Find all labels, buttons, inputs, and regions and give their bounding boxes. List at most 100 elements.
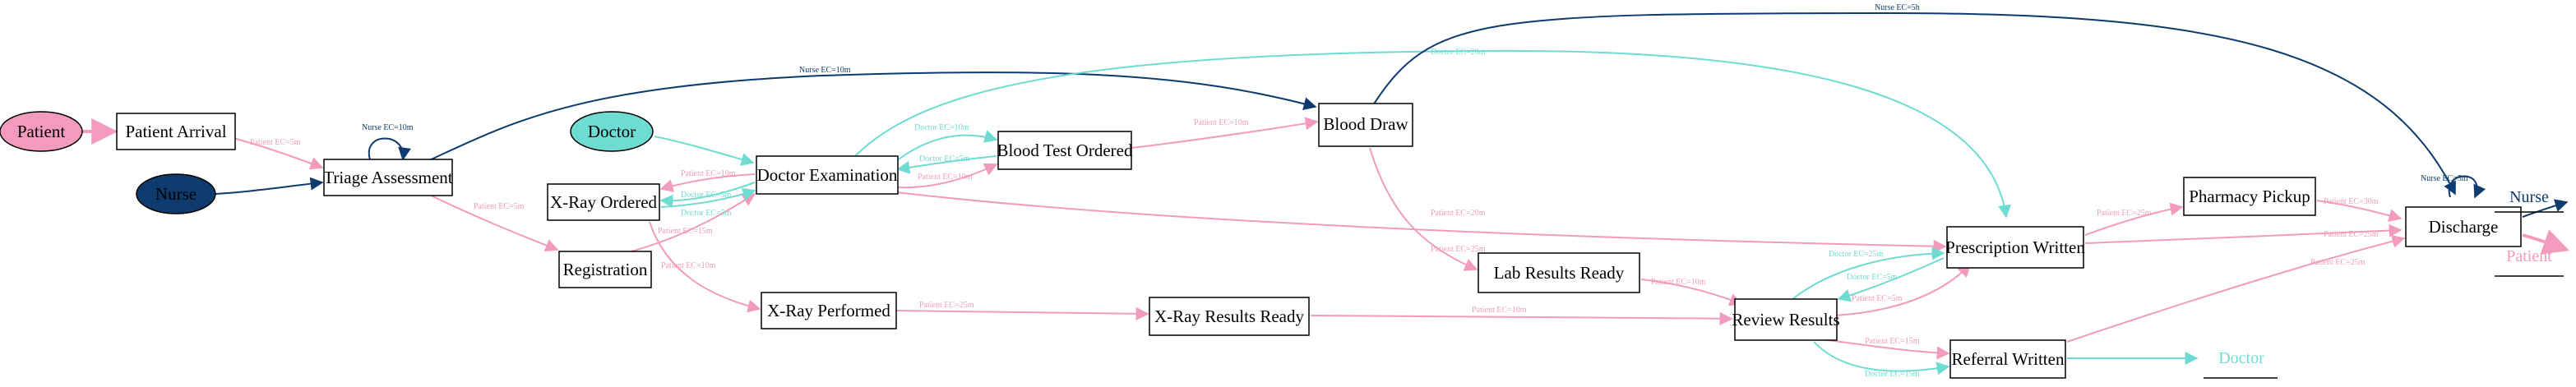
lbl-review-prescription-pink: Patient EC=5m [1852, 294, 1903, 303]
edges [82, 12, 2570, 375]
lbl-patient-arrival-triage: Patient EC=5m [250, 138, 301, 147]
actor-nodes: Patient Doctor Nurse [0, 111, 654, 214]
node-lab-results-ready[interactable]: Lab Results Ready [1478, 252, 1640, 293]
lbl-docexam-prescription-cyan: Doctor EC=20m [1431, 48, 1486, 57]
lbl-triage-registration: Patient EC=5m [474, 202, 525, 211]
node-pharmacy-pickup[interactable]: Pharmacy Pickup [2183, 177, 2316, 216]
node-blood-test-ordered[interactable]: Blood Test Ordered [997, 131, 1133, 170]
node-review-results[interactable]: Review Results [1732, 298, 1840, 341]
edge-xrayperf-xrayresults [895, 306, 1149, 320]
end-labels: Nurse Patient Doctor [2204, 188, 2564, 379]
lbl-docexam-xrayordered-pink: Patient EC=10m [681, 169, 736, 178]
lbl-discharge-loop: Nurse EC=5m [2421, 174, 2468, 183]
lbl-referral-discharge: Patient EC=25m [2310, 258, 2366, 267]
svg-text:Triage Assessment: Triage Assessment [323, 168, 452, 187]
svg-text:Nurse: Nurse [2509, 188, 2549, 206]
svg-text:Doctor Examination: Doctor Examination [757, 165, 898, 185]
lbl-xrayperf-xrayresults: Patient EC=25m [919, 301, 974, 310]
svg-text:Patient Arrival: Patient Arrival [125, 122, 226, 141]
edge-prescription-pharmacy [2084, 202, 2184, 236]
edge-review-prescription-pink [1833, 263, 1972, 316]
svg-text:Blood Draw: Blood Draw [1323, 114, 1408, 134]
lbl-docexam-bto-pink: Patient EC=10m [918, 173, 973, 182]
lbl-pharmacy-discharge: Patient EC=30m [2324, 197, 2379, 206]
edge-bto-blooddraw [1131, 117, 1319, 149]
svg-text:Nurse: Nurse [155, 184, 197, 204]
lbl-registration-docexam: Patient EC=15m [658, 227, 713, 236]
lbl-triage-loop: Nurse EC=10m [362, 123, 414, 132]
lbl-triage-blooddraw: Nurse EC=10m [799, 66, 851, 75]
svg-text:Prescription Written: Prescription Written [1945, 237, 2085, 257]
lbl-review-prescription-cyan: Doctor EC=25m [1829, 250, 1884, 259]
node-prescription-written[interactable]: Prescription Written [1945, 226, 2085, 269]
edge-triage-registration [427, 193, 559, 252]
edge-review-prescription-cyan [1792, 246, 1945, 300]
svg-text:Blood Test Ordered: Blood Test Ordered [997, 141, 1133, 160]
svg-text:X-Ray Performed: X-Ray Performed [767, 301, 890, 320]
edge-labels: Patient EC=5m Nurse EC=10m Nurse EC=10m … [250, 3, 2468, 379]
svg-text:Pharmacy Pickup: Pharmacy Pickup [2189, 187, 2310, 206]
end-label-nurse: Nurse [2495, 188, 2564, 213]
lbl-prescription-review-cyan: Doctor EC=5m [1847, 273, 1898, 282]
edge-blooddraw-discharge [1372, 12, 2456, 196]
lbl-docexam-bto-cyan-top: Doctor EC=10m [914, 123, 969, 132]
svg-text:Review Results: Review Results [1732, 310, 1839, 329]
lbl-docexam-prescription-pink: Patient EC=20m [1431, 209, 1486, 218]
edge-registration-xrayperf [649, 221, 761, 313]
edge-referral-discharge [2066, 234, 2406, 343]
node-xray-ordered[interactable]: X-Ray Ordered [547, 183, 660, 221]
edge-blooddraw-lab [1369, 147, 1478, 271]
node-blood-draw[interactable]: Blood Draw [1318, 103, 1413, 147]
lbl-review-referral-cyan: Doctor EC=15m [1865, 370, 1920, 379]
edge-lab-review [1640, 279, 1743, 306]
svg-text:Registration: Registration [563, 260, 648, 279]
lbl-bto-blooddraw: Patient EC=10m [1194, 118, 1249, 127]
node-registration[interactable]: Registration [558, 251, 652, 288]
lbl-blooddraw-lab: Patient EC=25m [1431, 245, 1486, 254]
node-xray-performed[interactable]: X-Ray Performed [761, 292, 897, 329]
node-triage-assessment[interactable]: Triage Assessment [323, 159, 453, 196]
lbl-prescription-discharge: Patient EC=25m [2324, 230, 2379, 239]
edge-prescription-review-cyan [1837, 257, 1945, 302]
svg-text:Patient: Patient [2506, 247, 2552, 265]
edge-docexam-prescription-pink [895, 191, 1947, 253]
edge-prescription-discharge [2084, 223, 2403, 244]
actor-patient[interactable]: Patient [0, 111, 83, 152]
end-label-doctor: Doctor [2204, 349, 2278, 379]
node-patient-arrival[interactable]: Patient Arrival [116, 113, 236, 150]
edge-discharge-loop [2448, 175, 2486, 199]
lbl-registration-xrayperf: Patient EC=10m [661, 261, 716, 270]
svg-text:Discharge: Discharge [2429, 217, 2499, 237]
lbl-docexam-xrayordered-cyan: Doctor EC=5m [681, 209, 732, 218]
svg-text:Patient: Patient [17, 122, 65, 141]
actor-doctor[interactable]: Doctor [570, 111, 654, 152]
lbl-xrayresults-review: Patient EC=10m [1472, 306, 1527, 315]
edge-triage-blooddraw [427, 71, 1317, 162]
edge-triage-loop [368, 137, 411, 161]
lbl-xrayordered-docexam-cyan: Doctor EC=5m [681, 191, 732, 200]
edge-bto-docexam-cyan [896, 155, 997, 174]
edge-review-referral-cyan [1813, 341, 1950, 375]
edge-doctor-start [654, 136, 755, 166]
lbl-prescription-pharmacy: Patient EC=25m [2097, 209, 2152, 218]
svg-text:X-Ray Ordered: X-Ray Ordered [550, 192, 658, 212]
activity-nodes: Patient Arrival Triage Assessment Regist… [116, 103, 2522, 379]
svg-text:Lab Results Ready: Lab Results Ready [1494, 263, 1625, 283]
edge-docexam-bto-pink [895, 163, 998, 189]
lbl-lab-review: Patient EC=10m [1651, 278, 1706, 287]
node-referral-written[interactable]: Referral Written [1949, 339, 2066, 379]
edge-pharmacy-discharge [2316, 200, 2403, 223]
edge-review-referral-pink [1815, 338, 1950, 360]
svg-text:Doctor: Doctor [588, 122, 636, 141]
edge-docexam-prescription-cyan [854, 49, 2011, 219]
edge-docexam-xrayordered-cyan [659, 182, 756, 208]
lbl-blooddraw-discharge: Nurse EC=5h [1875, 3, 1920, 12]
edge-docexam-xrayordered-pink [659, 173, 756, 192]
node-xray-results-ready[interactable]: X-Ray Results Ready [1149, 297, 1310, 336]
node-doctor-examination[interactable]: Doctor Examination [756, 155, 899, 195]
actor-nurse[interactable]: Nurse [136, 173, 216, 214]
edge-xrayresults-review [1310, 311, 1733, 325]
node-discharge[interactable]: Discharge [2405, 206, 2522, 247]
svg-text:X-Ray Results Ready: X-Ray Results Ready [1154, 306, 1304, 326]
